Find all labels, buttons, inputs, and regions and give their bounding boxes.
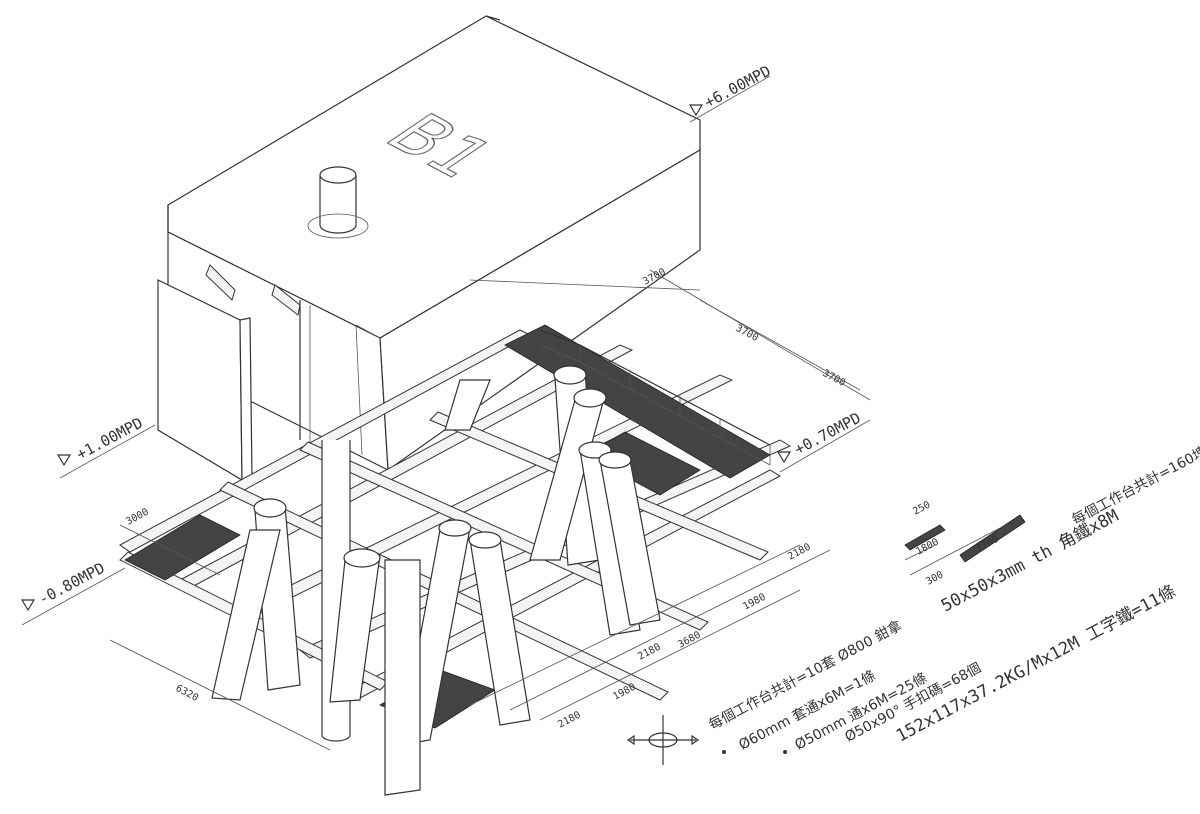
clamp-detail-symbol bbox=[626, 715, 700, 765]
dim-3680: 3680 bbox=[676, 630, 702, 651]
note-ibeam: 152x117x37.2KG/Mx12M 工字鐵=11條 bbox=[893, 582, 1179, 747]
dim-1980-a: 1980 bbox=[611, 682, 637, 703]
dim-3700-c: 3700 bbox=[821, 368, 847, 389]
handrail bbox=[539, 329, 771, 466]
access-panel bbox=[157, 264, 311, 482]
piles bbox=[211, 365, 661, 796]
dimension-lines bbox=[109, 269, 871, 751]
top-column bbox=[307, 166, 369, 239]
level-top: +6.00MPD bbox=[701, 62, 773, 112]
level-left: +1.00MPD bbox=[73, 414, 145, 464]
level-right: +0.70MPD bbox=[791, 409, 863, 459]
detail-250: 250 bbox=[911, 499, 932, 517]
dim-6320: 6320 bbox=[174, 683, 200, 704]
dim-3000: 3000 bbox=[124, 507, 150, 528]
detail-300: 300 bbox=[924, 569, 945, 587]
dim-1980-b: 1980 bbox=[741, 592, 767, 613]
dim-2180-b: 2180 bbox=[786, 542, 812, 563]
notes: 每個工作台共計=160塊 50x50x3mm th 角鐵x8M 每個工作台共計=… bbox=[706, 444, 1200, 754]
dim-2180-a: 2180 bbox=[556, 710, 582, 731]
note-grating-total: 每個工作台共計=160塊 bbox=[1069, 444, 1200, 529]
